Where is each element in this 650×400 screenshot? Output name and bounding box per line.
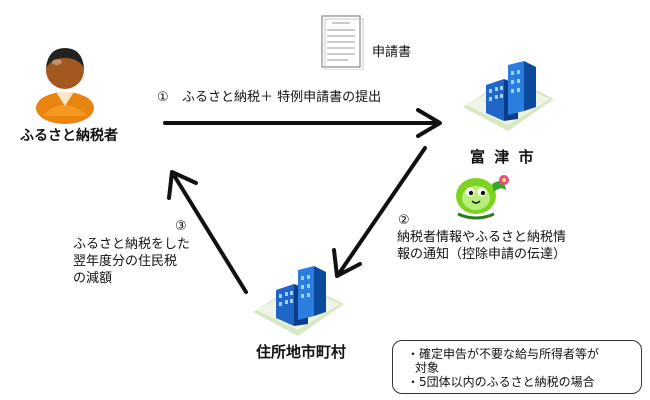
building-icon-futtsu: [463, 61, 554, 131]
step1-number: ①: [157, 90, 169, 105]
mascot-icon: [456, 175, 509, 220]
futtsu-label: 富 津 市: [470, 148, 536, 166]
step3-line1: ふるさと納税をした: [73, 237, 191, 252]
arrow-step2: [338, 146, 427, 274]
residence-label: 住所地市町村: [256, 343, 347, 361]
step3-line2: 翌年度分の住民税: [73, 254, 178, 269]
note-line-2: 対象: [415, 361, 440, 375]
document-icon: [321, 15, 364, 70]
step3-number: ③: [175, 219, 187, 234]
step1-text: ふるさと納税＋ 特例申請書の提出: [182, 90, 382, 105]
taxpayer-label: ふるさと納税者: [20, 128, 118, 144]
step2-line1: 納税者情報やふるさと納税情: [397, 230, 567, 245]
building-icon-residence: [253, 266, 344, 336]
step2-number: ②: [398, 213, 410, 228]
person-icon: [36, 48, 94, 124]
conditions-note: ・確定申告が不要な給与所得者等が 対象 ・5団体以内のふるさと納税の場合: [392, 340, 642, 394]
document-label: 申請書: [372, 45, 412, 60]
step3-line3: の減額: [73, 271, 113, 286]
note-line-3: ・5団体以内のふるさと納税の場合: [407, 375, 595, 389]
arrow-step3: [173, 175, 248, 294]
arrow-step3-head: [167, 170, 198, 200]
arrow-step2-head: [332, 248, 362, 278]
step2-line2: 報の通知（控除申請の伝達）: [397, 247, 567, 262]
arrow-step1-head: [416, 108, 442, 138]
note-line-1: ・確定申告が不要な給与所得者等が: [407, 347, 600, 361]
